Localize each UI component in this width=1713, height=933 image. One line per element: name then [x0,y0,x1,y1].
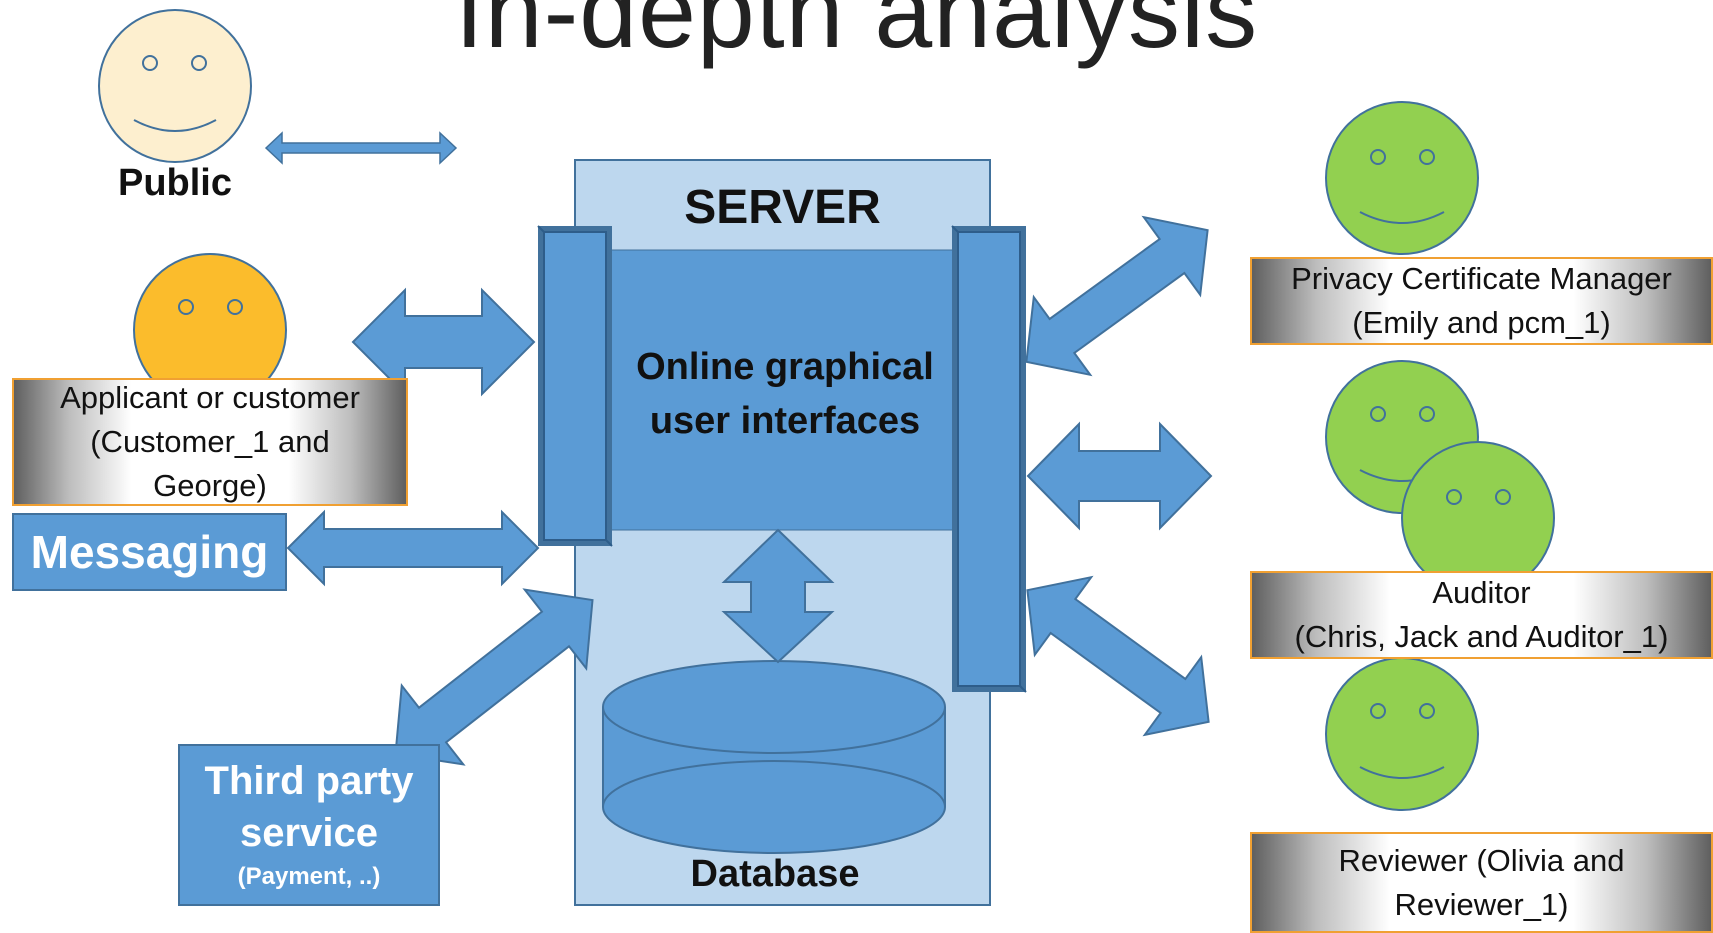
public-arrow [264,131,458,165]
auditor-arrow [1026,421,1213,531]
third-party-box: Third party service (Payment, ..) [178,744,440,906]
reviewer-smiley-icon [1325,657,1479,811]
third-party-line2: service [240,811,378,855]
third-party-arrow [394,588,594,766]
auditor-line2: (Chris, Jack and Auditor_1) [1294,619,1669,654]
public-smiley-icon [98,9,252,163]
applicant-line3: George) [153,468,267,503]
slide-title: In-depth analysis [454,0,1259,70]
pcm-line1: Privacy Certificate Manager [1291,261,1672,296]
gui-label-line2: user interfaces [649,400,921,442]
database-cylinder [602,660,946,854]
reviewer-line1: Reviewer (Olivia and [1338,842,1625,878]
third-party-line1: Third party [204,759,414,803]
gui-label-line1: Online graphical [636,346,934,388]
server-label: SERVER [684,181,881,234]
gui-label: Online graphical user interfaces [600,340,970,448]
messaging-label: Messaging [30,526,269,578]
auditor-box: Auditor (Chris, Jack and Auditor_1) [1250,571,1713,659]
pcm-arrow [1025,215,1209,377]
messaging-arrow [286,509,540,587]
reviewer-arrow [1026,575,1210,737]
auditor-smiley-icon-front [1401,441,1555,595]
pcm-line2: (Emily and pcm_1) [1352,305,1611,340]
applicant-box: Applicant or customer (Customer_1 and Ge… [12,378,408,506]
applicant-arrow [351,287,536,397]
applicant-line2: (Customer_1 and [90,424,330,459]
third-party-line3: (Payment, ..) [237,863,381,890]
messaging-box: Messaging [12,513,287,591]
applicant-line1: Applicant or customer [60,380,360,415]
public-label: Public [117,162,233,204]
gui-panel [599,249,971,531]
right-interface-pillar [951,225,1027,693]
gui-database-arrow [721,528,835,664]
auditor-line1: Auditor [1432,575,1531,610]
reviewer-box: Reviewer (Olivia and Reviewer_1) [1250,832,1713,933]
pcm-box: Privacy Certificate Manager (Emily and p… [1250,257,1713,345]
reviewer-line2: Reviewer_1) [1394,886,1569,922]
database-label: Database [690,853,860,895]
pcm-smiley-icon [1325,101,1479,255]
left-interface-pillar [537,225,613,547]
